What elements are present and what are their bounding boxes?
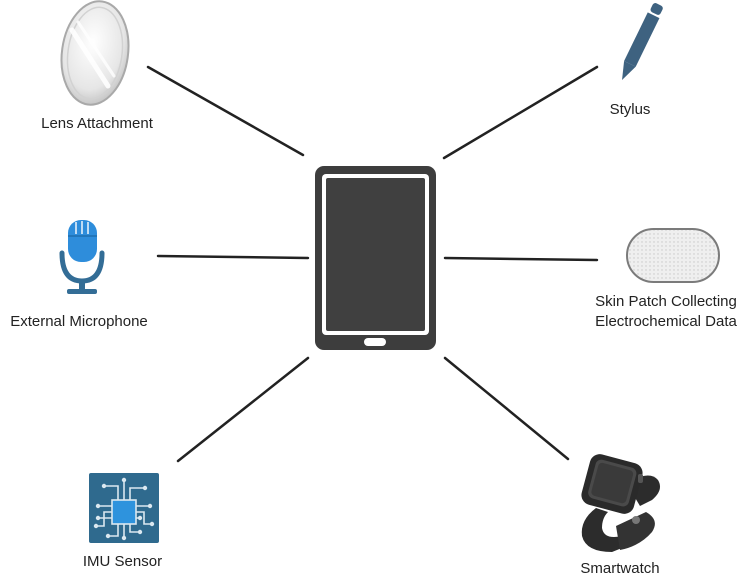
skin-patch-label-line2: Electrochemical Data [595, 313, 737, 330]
skin-patch-label-line1: Skin Patch Collecting [595, 293, 737, 310]
connector-skin-patch [443, 256, 599, 262]
skin-patch-icon [626, 228, 720, 283]
smartwatch-label: Smartwatch [580, 560, 660, 577]
external-microphone-label: External Microphone [10, 313, 148, 330]
tablet-icon [315, 166, 436, 350]
chip-icon [89, 473, 159, 543]
connector-lens [146, 65, 305, 157]
connector-stylus [442, 65, 599, 160]
imu-sensor-label: IMU Sensor [82, 553, 163, 570]
connector-imu [176, 356, 310, 463]
connector-smartwatch [443, 356, 570, 461]
lens-icon [60, 0, 130, 106]
stylus-icon [622, 3, 663, 80]
lens-attachment-label: Lens Attachment [41, 115, 153, 132]
smartwatch-icon [581, 454, 660, 552]
microphone-icon [59, 220, 105, 294]
connector-microphone [156, 254, 310, 260]
skin-patch-label: Skin Patch Collecting Electrochemical Da… [582, 292, 750, 332]
stylus-label: Stylus [609, 101, 651, 118]
